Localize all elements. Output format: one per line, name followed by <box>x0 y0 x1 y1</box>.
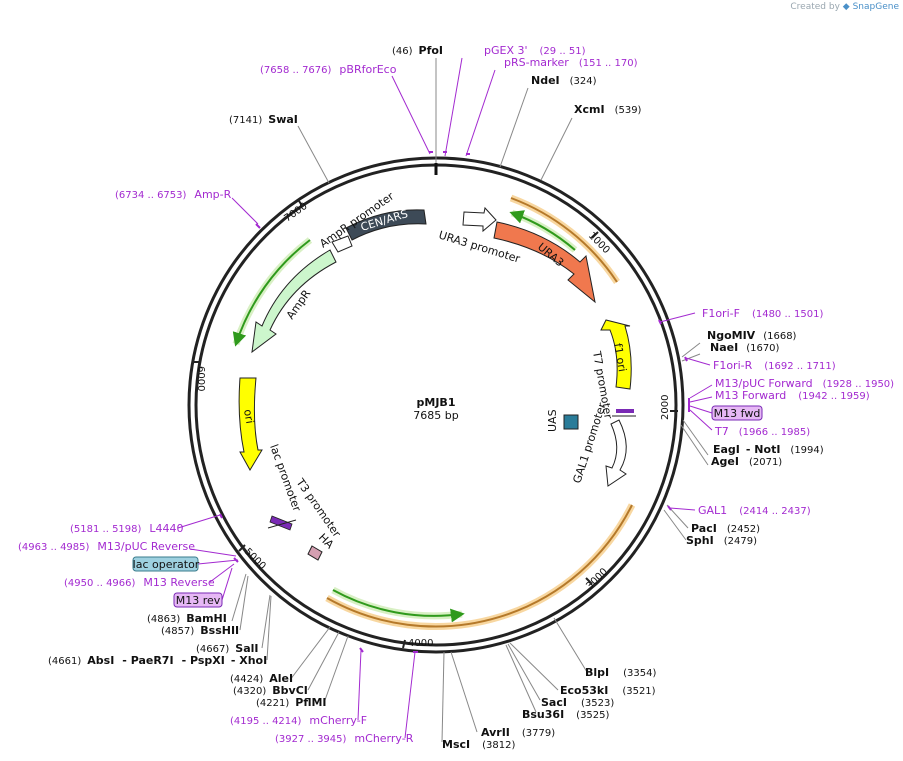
tick-label-6000: 6000 <box>195 366 206 391</box>
orf-arc-bottom <box>326 504 633 628</box>
restriction-site: XcmI(539) <box>574 103 642 116</box>
restriction-site: (7141)SwaI <box>229 113 298 126</box>
tick-1000 <box>591 231 599 239</box>
tick-5000 <box>238 544 246 552</box>
primer-labels: pGEX 3'(29 .. 51) pRS-marker(151 .. 170)… <box>18 44 894 745</box>
primer-label: (4195 .. 4214)mCherry-F <box>230 714 367 727</box>
lac-operator-label: lac operator <box>133 558 200 571</box>
lac-site-marker <box>269 515 293 531</box>
restriction-site: (4320)BbvCI <box>233 684 308 697</box>
restriction-site: NdeI(324) <box>531 74 597 87</box>
restriction-site: (4667)SalI <box>196 642 258 655</box>
primer-label: M13/pUC Forward(1928 .. 1950) <box>715 377 894 390</box>
restriction-site: AgeI(2071) <box>711 455 782 468</box>
restriction-site: Bsu36I(3525) <box>522 708 610 721</box>
feature-label-ori: ori <box>241 408 256 424</box>
primer-connectors <box>177 57 713 739</box>
feature-ampr <box>251 249 337 354</box>
restriction-site: SphI(2479) <box>686 534 757 547</box>
credit-brand: SnapGene <box>852 2 899 12</box>
primer-label: pGEX 3'(29 .. 51) <box>484 44 586 57</box>
restriction-site: PacI(2452) <box>691 522 760 535</box>
tick-4000 <box>402 639 406 649</box>
feature-gal1-promoter <box>605 419 627 487</box>
feature-cen-ars <box>345 209 427 241</box>
m13-fwd-box <box>711 405 763 421</box>
snapgene-credit: Created by ◆ SnapGene <box>790 2 899 12</box>
restriction-site: MscI(3812) <box>442 738 515 751</box>
restriction-site: (46)PfoI <box>392 44 443 57</box>
primer-label: F1ori-F(1480 .. 1501) <box>702 307 823 320</box>
feature-ha <box>307 545 323 561</box>
primer-label: pRS-marker(151 .. 170) <box>504 56 638 69</box>
feature-ura3 <box>493 221 596 304</box>
tick-7000 <box>298 200 304 208</box>
primer-label: (6734 .. 6753)Amp-R <box>115 188 232 201</box>
lac-site-line <box>267 519 297 529</box>
primer-label: (5181 .. 5198)L4440 <box>70 522 184 535</box>
restriction-site: SacI(3523) <box>541 696 614 709</box>
feature-label-f1-ori: f1 ori <box>611 342 629 373</box>
m13-rev-box <box>173 592 223 608</box>
restriction-site: NgoMIV(1668) <box>707 329 797 342</box>
primer-label: (3927 .. 3945)mCherry-R <box>275 732 414 745</box>
orf-green-bottom <box>332 589 465 623</box>
tick-3000 <box>585 577 593 585</box>
feature-ori <box>238 377 263 471</box>
plasmid-name: pMJB1 <box>417 396 456 409</box>
boxed-labels: M13 fwd lac operator M13 rev <box>132 405 763 608</box>
t7-site-marker <box>616 409 634 413</box>
feature-ampr-promoter-arrow <box>331 235 353 253</box>
feature-label-uas: UAS <box>546 409 559 432</box>
restriction-site: BlpI(3354) <box>585 666 656 679</box>
tick-label-5000: 5000 <box>242 546 268 572</box>
primer-label: (4950 .. 4966)M13 Reverse <box>64 576 215 589</box>
credit-prefix: Created by <box>790 2 840 12</box>
tick-label-4000: 4000 <box>408 638 433 649</box>
primer-label: T7(1966 .. 1985) <box>714 425 810 438</box>
restriction-site: EagI- NotI(1994) <box>713 443 824 456</box>
primer-marks <box>219 151 690 653</box>
primer-label: M13 Forward(1942 .. 1959) <box>715 389 870 402</box>
orf-arc-ura3 <box>510 197 618 283</box>
site-connectors <box>231 58 709 743</box>
tick-label-7000: 7000 <box>282 201 309 225</box>
restriction-site: AvrII(3779) <box>481 726 555 739</box>
restriction-site: (4857)BssHII <box>161 624 239 637</box>
restriction-site: (4221)PflMI <box>256 696 327 709</box>
orf-arcs <box>232 194 636 630</box>
restriction-site-labels: (46)PfoI NdeI(324) XcmI(539) (7141)SwaI … <box>48 44 824 751</box>
feature-label-gal1-promoter: GAL1 promoter <box>570 401 608 485</box>
primer-label: GAL1(2414 .. 2437) <box>698 504 811 517</box>
feature-label-lac-promoter: lac promoter <box>267 443 303 514</box>
restriction-site: NaeI(1670) <box>710 341 780 354</box>
feature-f1-ori <box>600 319 632 390</box>
restriction-site: (4863)BamHI <box>147 612 227 625</box>
feature-ura3-promoter <box>462 206 497 233</box>
feature-uas <box>563 414 579 430</box>
orf-green-ampr <box>232 239 311 347</box>
plasmid-size: 7685 bp <box>413 409 458 422</box>
restriction-site: (4424)AleI <box>230 672 293 685</box>
snapgene-logo-icon: ◆ <box>842 2 850 12</box>
restriction-site: Eco53kI(3521) <box>560 684 656 697</box>
lac-operator-box <box>132 556 199 572</box>
primer-label: (4963 .. 4985)M13/pUC Reverse <box>18 540 195 553</box>
orf-green-ura3 <box>509 210 576 251</box>
tick-label-3000: 3000 <box>584 566 610 592</box>
m13-fwd-label: M13 fwd <box>714 407 761 420</box>
primer-label: F1ori-R(1692 .. 1711) <box>713 359 836 372</box>
tick-label-2000: 2000 <box>660 395 671 420</box>
restriction-site: (4661)AbsI- PaeR7I- PspXI- XhoI <box>48 654 267 667</box>
m13-rev-label: M13 rev <box>176 594 221 607</box>
origin-marker <box>434 163 438 175</box>
primer-label: (7658 .. 7676)pBRforEco <box>260 63 397 76</box>
